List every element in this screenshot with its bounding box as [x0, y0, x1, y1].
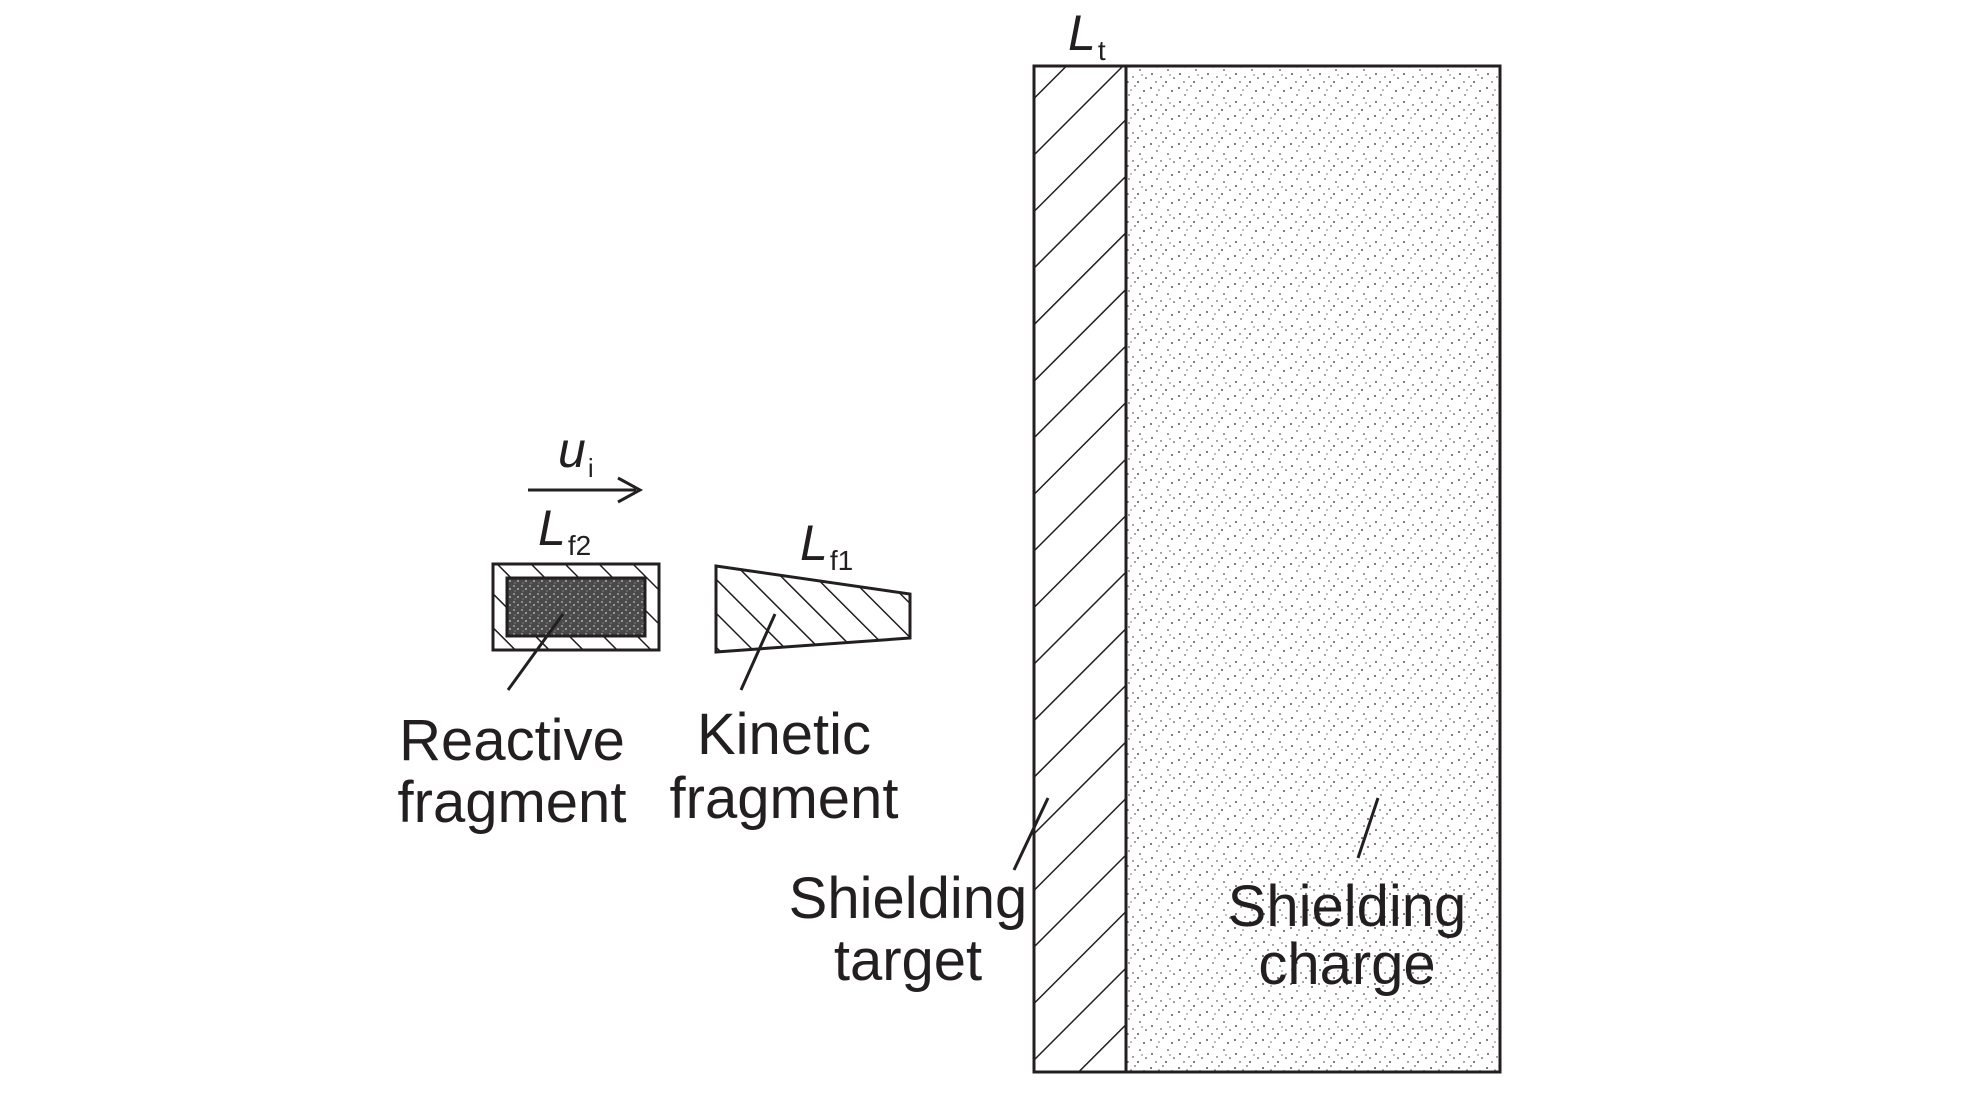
reactive-fragment-label-line2: fragment [398, 770, 627, 835]
kinetic-fragment [714, 564, 912, 654]
target-leader-line [1012, 797, 1050, 871]
reactive-leader-line [506, 613, 565, 691]
velocity-arrow [528, 476, 644, 504]
kinetic-fragment-label-line2: fragment [670, 766, 899, 831]
reactive-fragment-core [505, 576, 647, 638]
shielding-target [1032, 64, 1128, 1074]
velocity-label: ui [558, 422, 594, 483]
shielding-target-label-line1: Shielding [789, 866, 1028, 931]
lf2-label: Lf2 [538, 500, 591, 561]
shielding-charge-label-line1: Shielding [1228, 874, 1467, 939]
shielding-charge [1124, 64, 1502, 1074]
kinetic-fragment-label-line1: Kinetic [697, 702, 871, 767]
charge-leader-line [1356, 797, 1380, 859]
shielding-target-label-line2: target [834, 928, 982, 993]
reactive-fragment-label-line1: Reactive [399, 708, 625, 773]
lf1-label: Lf1 [800, 515, 853, 576]
shielding-charge-label-line2: charge [1258, 932, 1435, 997]
lt-label: Lt [1068, 5, 1106, 66]
kinetic-leader-line [739, 613, 777, 691]
